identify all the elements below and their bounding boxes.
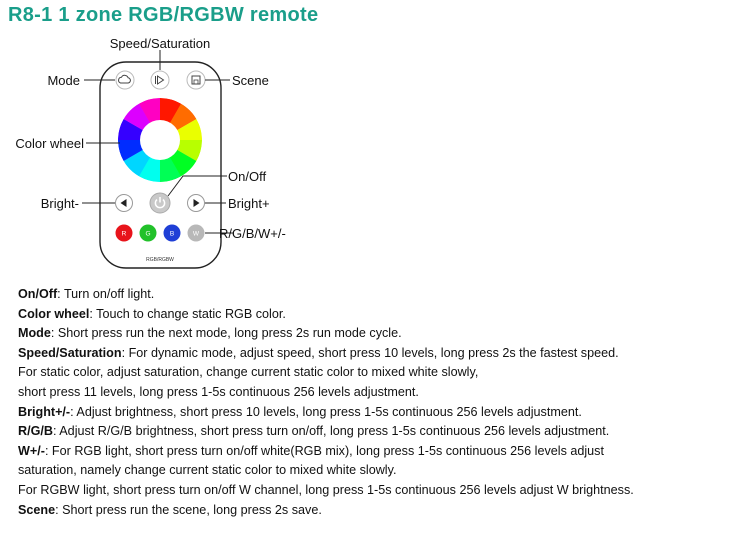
desc-text: For RGBW light, short press turn on/off … bbox=[18, 482, 634, 497]
blue-button[interactable]: B bbox=[163, 224, 181, 242]
desc-line: Scene: Short press run the scene, long p… bbox=[18, 501, 738, 521]
desc-text: : Adjust brightness, short press 10 leve… bbox=[70, 404, 582, 419]
bright-plus-button[interactable] bbox=[187, 194, 205, 212]
red-button[interactable]: R bbox=[115, 224, 133, 242]
red-button-label: R bbox=[122, 231, 127, 238]
label-on-off: On/Off bbox=[228, 169, 266, 184]
desc-term: Scene bbox=[18, 502, 56, 517]
speed-icon bbox=[155, 75, 165, 85]
label-mode: Mode bbox=[47, 73, 80, 88]
desc-line: R/G/B: Adjust R/G/B brightness, short pr… bbox=[18, 422, 738, 442]
left-triangle-icon bbox=[120, 199, 127, 207]
remote-diagram: R G B W RGB/RGBW Speed/Saturation Mode S… bbox=[15, 36, 286, 269]
label-rgbw: R/G/B/W+/- bbox=[219, 226, 286, 241]
desc-line: Bright+/-: Adjust brightness, short pres… bbox=[18, 403, 738, 423]
save-icon bbox=[191, 75, 201, 85]
mode-button[interactable] bbox=[115, 70, 135, 90]
desc-line: For static color, adjust saturation, cha… bbox=[18, 363, 738, 383]
callout-lines bbox=[82, 50, 234, 234]
label-bright-plus: Bright+ bbox=[228, 196, 270, 211]
page-title: R8-1 1 zone RGB/RGBW remote bbox=[8, 4, 319, 26]
desc-text: : For dynamic mode, adjust speed, short … bbox=[121, 345, 619, 360]
right-triangle-icon bbox=[193, 199, 200, 207]
blue-button-label: B bbox=[170, 231, 174, 238]
scene-button[interactable] bbox=[186, 70, 206, 90]
speed-saturation-button[interactable] bbox=[150, 70, 170, 90]
desc-line: saturation, namely change current static… bbox=[18, 461, 738, 481]
mode-icon bbox=[118, 74, 131, 84]
model-text: RGB/RGBW bbox=[146, 257, 174, 263]
desc-line: Speed/Saturation: For dynamic mode, adju… bbox=[18, 344, 738, 364]
on-off-button[interactable] bbox=[149, 192, 171, 214]
desc-term: Color wheel bbox=[18, 306, 90, 321]
desc-text: : Short press run the next mode, long pr… bbox=[50, 326, 402, 341]
desc-text: : Adjust R/G/B brightness, short press t… bbox=[52, 424, 610, 439]
desc-text: : Turn on/off light. bbox=[57, 287, 155, 301]
green-button-label: G bbox=[145, 231, 150, 238]
label-speed-saturation: Speed/Saturation bbox=[110, 36, 210, 51]
desc-line: short press 11 levels, long press 1-5s c… bbox=[18, 383, 738, 403]
desc-line: W+/-: For RGB light, short press turn on… bbox=[18, 442, 738, 462]
desc-term: R/G/B bbox=[18, 424, 53, 439]
description-list: On/Off: Turn on/off light. Color wheel: … bbox=[18, 285, 738, 520]
desc-text: saturation, namely change current static… bbox=[18, 463, 397, 478]
bright-minus-button[interactable] bbox=[115, 194, 133, 212]
power-icon bbox=[154, 197, 166, 209]
desc-line: Color wheel: Touch to change static RGB … bbox=[18, 305, 738, 325]
color-wheel[interactable] bbox=[118, 98, 202, 182]
desc-text: : For RGB light, short press turn on/off… bbox=[44, 443, 604, 458]
desc-line: For RGBW light, short press turn on/off … bbox=[18, 481, 738, 501]
white-button-label: W bbox=[193, 231, 200, 238]
desc-text: : Touch to change static RGB color. bbox=[89, 306, 286, 321]
desc-line: On/Off: Turn on/off light. bbox=[18, 285, 738, 305]
desc-text: : Short press run the scene, long press … bbox=[55, 502, 322, 517]
desc-text: For static color, adjust saturation, cha… bbox=[18, 365, 479, 380]
desc-term: Speed/Saturation bbox=[18, 345, 122, 360]
label-color-wheel: Color wheel bbox=[15, 136, 84, 151]
desc-term: Mode bbox=[18, 326, 51, 341]
desc-term: On/Off bbox=[18, 287, 58, 301]
desc-term: Bright+/- bbox=[18, 404, 71, 419]
white-button[interactable]: W bbox=[187, 224, 205, 242]
desc-term: W+/- bbox=[18, 443, 45, 458]
green-button[interactable]: G bbox=[139, 224, 157, 242]
desc-line: Mode: Short press run the next mode, lon… bbox=[18, 324, 738, 344]
label-scene: Scene bbox=[232, 73, 269, 88]
label-bright-minus: Bright- bbox=[41, 196, 79, 211]
desc-text: short press 11 levels, long press 1-5s c… bbox=[18, 384, 419, 399]
